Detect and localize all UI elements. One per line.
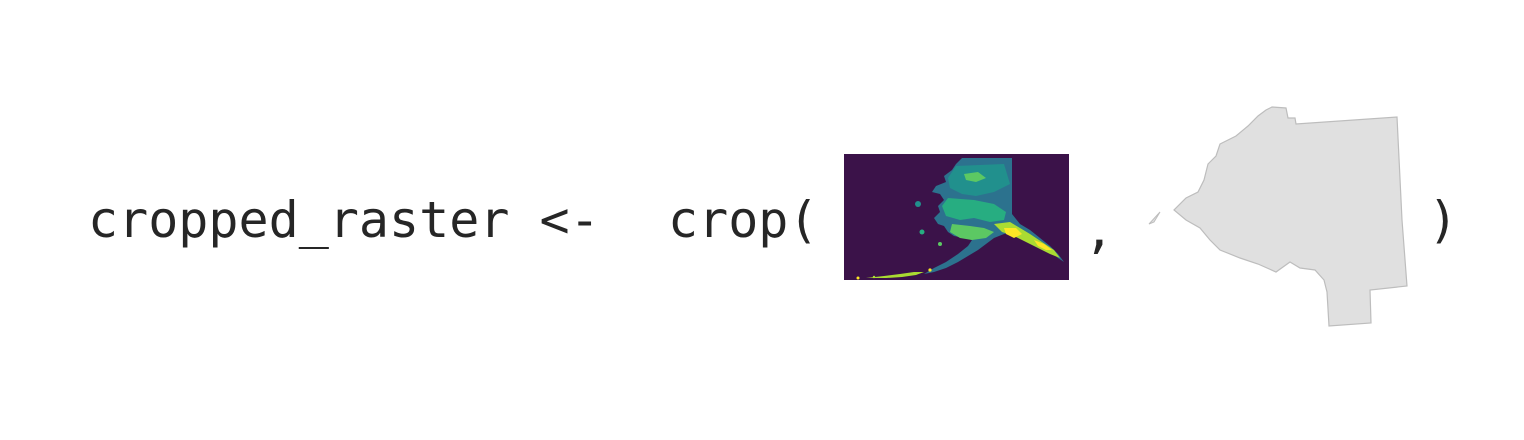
boundary-island	[1148, 211, 1161, 225]
alaska-interior	[942, 198, 1006, 222]
argument-separator: ,	[1084, 201, 1115, 259]
aleutian-dot	[928, 268, 932, 272]
island-dot	[938, 242, 942, 246]
alaska-brooks-range	[964, 172, 986, 182]
island-dot	[919, 229, 925, 235]
crop-function-call: crop(	[668, 191, 819, 249]
alaska-panhandle-peaks	[1034, 240, 1052, 250]
aleutian-dot	[856, 276, 860, 280]
island-dot	[915, 201, 921, 207]
polygon-boundary-icon	[1148, 106, 1408, 327]
closing-paren: )	[1428, 191, 1459, 249]
alaska-raster-image	[844, 154, 1069, 280]
aleutian-islands	[866, 272, 924, 278]
alaska-high-peaks	[1004, 228, 1022, 238]
alaska-raster-icon	[844, 154, 1069, 280]
boundary-polygon	[1173, 106, 1408, 327]
assignment-code: cropped_raster <-	[88, 191, 600, 249]
alaska-southcentral	[950, 224, 994, 240]
aleutian-dot	[872, 275, 876, 279]
vector-boundary-shape	[1140, 100, 1420, 340]
